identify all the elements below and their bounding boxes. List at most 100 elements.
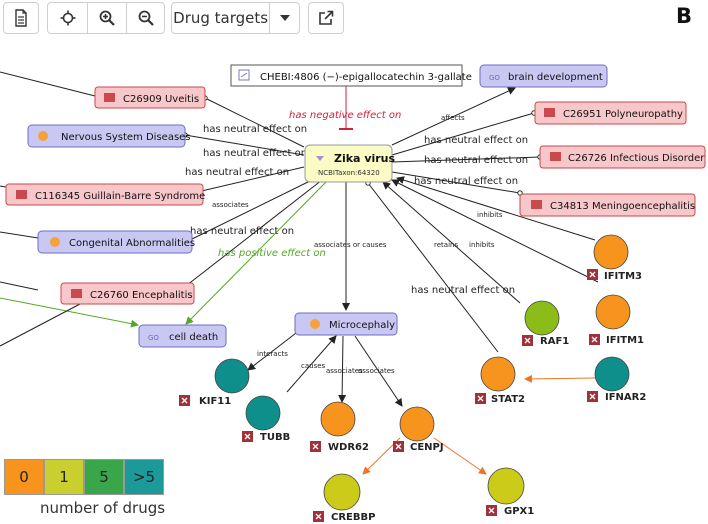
- node-cell-death[interactable]: GO cell death: [138, 324, 227, 348]
- node-encephalitis-label: C26760 Encephalitis: [90, 290, 193, 301]
- badge-x-mark: [589, 271, 596, 278]
- node-chebi-label: CHEBI:4806 (−)-epigallocatechin 3-gallat…: [260, 72, 472, 83]
- badge-x-mark: [591, 336, 598, 343]
- legend: 0 1 5 >5 number of drugs: [4, 459, 165, 517]
- disease-icon: [531, 200, 542, 209]
- zoom-out-icon: [138, 10, 154, 26]
- gene-tubb-label: TUBB: [260, 432, 290, 443]
- chemical-icon: [238, 69, 250, 81]
- edge-label-assoc-causes: associates or causes: [314, 241, 387, 249]
- node-meningoencephalitis-label: C34813 Meningoencephalitis: [550, 201, 695, 212]
- edge-label-congenital: has neutral effect on: [190, 226, 294, 237]
- edge-labels: has negative effect on affects has neutr…: [185, 110, 528, 375]
- drug-targets-dropdown[interactable]: Drug targets: [171, 2, 300, 34]
- edge-zika-nervous: [182, 132, 305, 156]
- badge-x-mark: [524, 337, 531, 344]
- edge-ifitm1-zika: [391, 179, 599, 283]
- legend-caption: number of drugs: [40, 499, 166, 517]
- node-chebi[interactable]: CHEBI:4806 (−)-epigallocatechin 3-gallat…: [230, 64, 472, 87]
- document-icon: [15, 9, 27, 27]
- disease-icon: [544, 108, 555, 117]
- gene-wdr62[interactable]: WDR62: [310, 401, 369, 453]
- edge-label-positive: has positive effect on: [218, 248, 326, 259]
- external-link-icon: [319, 10, 334, 25]
- edge-cenpj-gpx1: [433, 437, 487, 475]
- node-microcephaly-label: Microcephaly: [329, 320, 395, 331]
- panel-label: B: [676, 4, 693, 28]
- node-infectious-disorder-label: C26726 Infectious Disorder: [568, 153, 705, 164]
- edge-zika-polyneuropathy: [391, 110, 537, 156]
- gene-kif11[interactable]: KIF11: [179, 358, 250, 407]
- center-button[interactable]: [48, 3, 87, 33]
- node-encephalitis[interactable]: C26760 Encephalitis: [60, 282, 195, 305]
- edge-label-causes: causes: [301, 362, 326, 370]
- badge-x-mark: [477, 395, 484, 402]
- zoom-in-icon: [99, 10, 115, 26]
- crosshair-icon: [60, 10, 75, 26]
- open-external-button[interactable]: [308, 2, 344, 34]
- gene-raf1[interactable]: RAF1: [522, 300, 569, 347]
- node-uveitis[interactable]: C26909 Uveitis: [94, 86, 206, 109]
- gene-wdr62-label: WDR62: [328, 442, 369, 453]
- gene-gpx1-label: GPX1: [504, 506, 534, 517]
- gene-ifnar2[interactable]: IFNAR2: [587, 356, 646, 403]
- edge-label-meningo: has neutral effect on: [414, 176, 518, 187]
- edge-offscreen-guillain: [0, 185, 7, 188]
- zoom-out-button[interactable]: [126, 3, 164, 33]
- node-brain-development[interactable]: GO brain development: [479, 64, 608, 88]
- gene-cenpj[interactable]: CENPJ: [393, 406, 444, 453]
- edge-encephalitis-offscreen: [0, 303, 81, 347]
- node-zika-virus-id: NCBITaxon:64320: [318, 169, 380, 177]
- edge-zika-uveitis: [202, 95, 305, 148]
- gene-ifitm1-label: IFITM1: [606, 335, 644, 346]
- gene-crebbp[interactable]: CREBBP: [313, 473, 375, 523]
- mesh-icon: [50, 237, 60, 247]
- edge-label-interacts: interacts: [257, 350, 288, 358]
- edge-offscreen-celldeath: [0, 297, 139, 328]
- dropdown-toggle[interactable]: [269, 3, 299, 33]
- node-brain-development-label: brain development: [508, 72, 603, 83]
- document-button[interactable]: [3, 2, 39, 34]
- edge-zika-infectious: [391, 154, 543, 163]
- gene-ifitm3-label: IFITM3: [604, 271, 642, 282]
- node-polyneuropathy[interactable]: C26951 Polyneuropathy: [534, 101, 687, 125]
- node-zika-virus[interactable]: Zika virus NCBITaxon:64320: [304, 144, 396, 183]
- edge-label-uveitis: has neutral effect on: [203, 124, 307, 135]
- gene-ifitm1[interactable]: IFITM1: [589, 294, 644, 346]
- edge-microcephaly-cenpj: [354, 335, 403, 407]
- gene-ifnar2-label: IFNAR2: [605, 392, 646, 403]
- gene-ifitm3[interactable]: IFITM3: [587, 234, 642, 282]
- gene-stat2-label: STAT2: [491, 394, 525, 405]
- badge-x-mark: [488, 507, 495, 514]
- node-meningoencephalitis[interactable]: C34813 Meningoencephalitis: [519, 193, 696, 217]
- node-guillain-barre[interactable]: C116345 Guillain-Barre Syndrome: [5, 183, 205, 206]
- legend-cell-gt5: >5: [124, 459, 164, 495]
- edges: [0, 71, 599, 475]
- edge-label-stat2: has neutral effect on: [411, 285, 515, 296]
- go-icon: GO: [148, 334, 159, 342]
- gene-raf1-label: RAF1: [540, 336, 569, 347]
- node-microcephaly[interactable]: Microcephaly: [294, 312, 398, 336]
- node-congenital-abnormalities[interactable]: Congenital Abnormalities: [37, 230, 195, 254]
- edge-microcephaly-kif11: [247, 329, 301, 371]
- node-infectious-disorder[interactable]: C26726 Infectious Disorder: [539, 145, 706, 169]
- caret-down-icon: [279, 15, 290, 21]
- badge-x-mark: [244, 433, 251, 440]
- edge-label-affects: affects: [441, 114, 465, 122]
- edge-raf1-zika: [382, 181, 521, 304]
- node-nervous-system-diseases-label: Nervous System Diseases: [61, 132, 191, 143]
- node-polyneuropathy-label: C26951 Polyneuropathy: [563, 109, 683, 120]
- edge-label-negative: has negative effect on: [289, 110, 401, 121]
- edge-zika-encephalitis: [179, 179, 323, 292]
- badge-x-mark: [395, 443, 402, 450]
- gene-gpx1[interactable]: GPX1: [486, 467, 534, 517]
- zoom-in-button[interactable]: [87, 3, 126, 33]
- mesh-icon: [310, 319, 320, 329]
- gene-tubb[interactable]: TUBB: [242, 395, 290, 443]
- badge-x-mark: [315, 513, 322, 520]
- gene-stat2[interactable]: STAT2: [475, 356, 525, 405]
- badge-x-mark: [589, 393, 596, 400]
- view-controls: [47, 2, 165, 34]
- node-nervous-system-diseases[interactable]: Nervous System Diseases: [27, 124, 191, 148]
- edge-offscreen-uveitis: [0, 71, 96, 97]
